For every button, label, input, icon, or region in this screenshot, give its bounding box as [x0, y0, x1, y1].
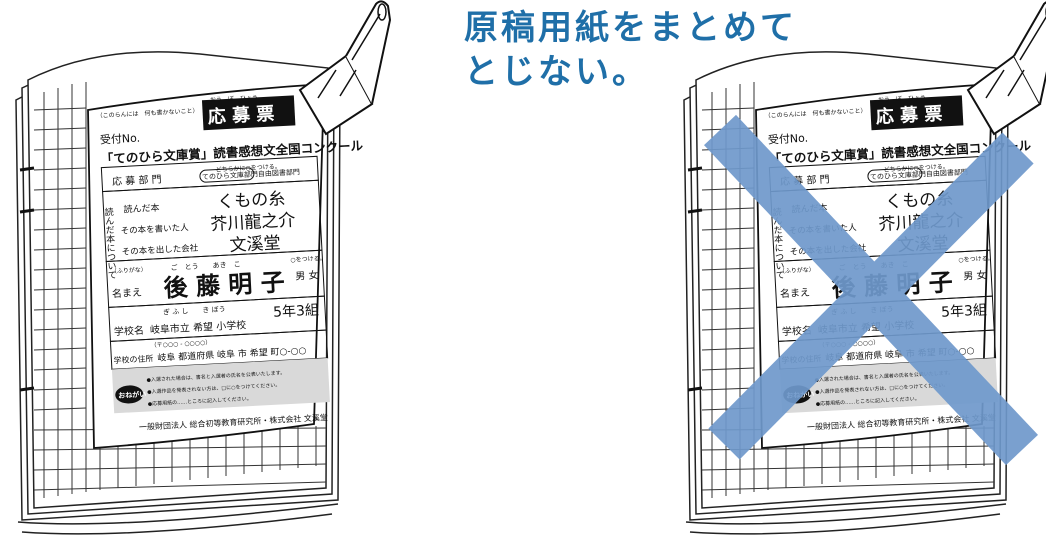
form-receipt-label: 受付No. [100, 132, 141, 147]
form-title-ruby: おう ぼ ひょう [210, 94, 258, 104]
form-book-title-value: くもの糸 [217, 189, 286, 213]
form-address-label: 学校の住所 [113, 353, 153, 365]
cross-mark [704, 114, 1038, 466]
form-receipt-label: 受付No. [768, 132, 809, 147]
form-name-ruby: ご とう あき こ [170, 259, 240, 272]
form-notice-area [111, 358, 330, 414]
form-category-option1: てのひら文庫部門 [202, 169, 258, 181]
form-title: 応 募 票 [207, 102, 275, 127]
caption-line-2: とじない。 [464, 52, 649, 92]
caption-line-1: 原稿用紙をまとめて [464, 8, 797, 48]
form-gender-note: ○をつける。 [958, 255, 994, 264]
form-publisher-value: 文溪堂 [229, 233, 281, 256]
form-gender: 男 女 [295, 268, 319, 282]
form-name-label: 名まえ [112, 286, 143, 301]
form-title: 応 募 票 [875, 102, 943, 127]
form-name-label: 名まえ [780, 286, 811, 301]
caption: 原稿用紙をまとめて とじない。 [464, 6, 864, 94]
form-gender: 男 女 [963, 268, 987, 282]
form-author-label: その本を書いた人 [120, 222, 189, 237]
form-title-box [201, 95, 296, 131]
form-category-option2: 自由図書部門 [926, 167, 968, 178]
form-address-postal: （〒○○○ - ○○○○） [151, 339, 212, 349]
form-book-title-label: 読んだ本 [123, 202, 160, 216]
form-category-option2: 自由図書部門 [258, 167, 300, 178]
form-grade-value: 5年3組 [941, 302, 988, 320]
form-name-value: 後 藤 明 子 [163, 268, 285, 302]
form-gender-note: ○をつける。 [290, 255, 326, 264]
form-school-ruby: ぎ ふ し き ぼう [163, 304, 226, 316]
form-school-label: 学校名 [114, 324, 145, 339]
form-category-option1: てのひら文庫部門 [870, 169, 926, 181]
form-furigana-label: （ふりがな） [779, 265, 815, 275]
form-title-ruby: おう ぼ ひょう [878, 94, 926, 104]
form-publisher-label: その本を出した会社 [122, 243, 199, 258]
form-grade-value: 5年3組 [273, 302, 320, 320]
form-author-value: 芥川龍之介 [210, 211, 296, 235]
form-furigana-label: （ふりがな） [111, 265, 147, 275]
form-category-label: 応 募 部 門 [112, 172, 162, 188]
form-notice-label: おねがい [118, 390, 146, 400]
